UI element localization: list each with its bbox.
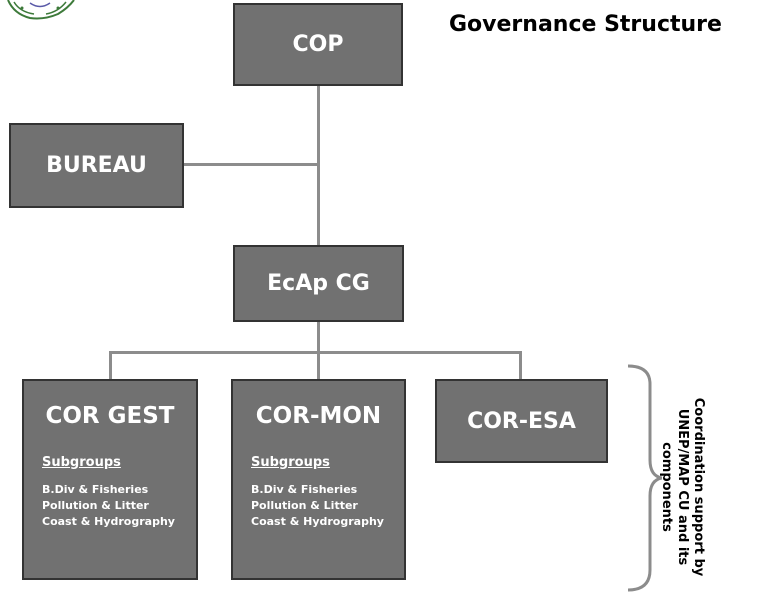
brace-icon — [627, 364, 662, 592]
subgroup-item: B.Div & Fisheries — [251, 483, 358, 496]
node-cor-mon: COR-MON Subgroups B.Div & Fisheries Poll… — [231, 379, 406, 580]
node-cor-gest-subgroups-label: Subgroups — [42, 455, 121, 470]
node-bureau: BUREAU — [9, 123, 184, 208]
connector-cor-gest — [109, 351, 112, 381]
node-cor-gest-subgroups: B.Div & Fisheries Pollution & Litter Coa… — [42, 482, 175, 530]
connector-horizontal — [109, 351, 521, 354]
subgroup-item: Coast & Hydrography — [251, 515, 384, 528]
connector-cor-esa — [519, 351, 522, 381]
coordination-note-line: Coordination support by — [691, 397, 706, 577]
coordination-note-line: UNEP/MAP CU and its — [675, 408, 690, 566]
subgroup-item: B.Div & Fisheries — [42, 483, 149, 496]
connector-bureau — [183, 163, 319, 166]
node-ecap-cg-label: EcAp CG — [267, 271, 370, 296]
node-bureau-label: BUREAU — [46, 153, 147, 178]
node-cor-mon-subgroups: B.Div & Fisheries Pollution & Litter Coa… — [251, 482, 384, 530]
page-title: Governance Structure — [449, 12, 722, 37]
node-cor-gest-title: COR GEST — [45, 403, 175, 429]
organization-logo-icon — [7, 0, 75, 20]
connector-cop-ecap — [317, 85, 320, 247]
coordination-note-line: components — [659, 442, 674, 532]
node-cop: COP — [233, 3, 403, 86]
connector-ecap-down — [317, 320, 320, 353]
node-cor-mon-title: COR-MON — [255, 403, 382, 429]
node-cor-gest: COR GEST Subgroups B.Div & Fisheries Pol… — [22, 379, 198, 580]
node-cop-label: COP — [292, 32, 344, 57]
node-cor-mon-subgroups-label: Subgroups — [251, 455, 330, 470]
subgroup-item: Pollution & Litter — [251, 499, 358, 512]
node-ecap-cg: EcAp CG — [233, 245, 404, 322]
node-cor-esa: COR-ESA — [435, 379, 608, 463]
subgroup-item: Pollution & Litter — [42, 499, 149, 512]
coordination-note: Coordination support by UNEP/MAP CU and … — [658, 377, 706, 597]
subgroup-item: Coast & Hydrography — [42, 515, 175, 528]
node-cor-esa-label: COR-ESA — [467, 408, 576, 434]
connector-cor-mon — [317, 351, 320, 381]
